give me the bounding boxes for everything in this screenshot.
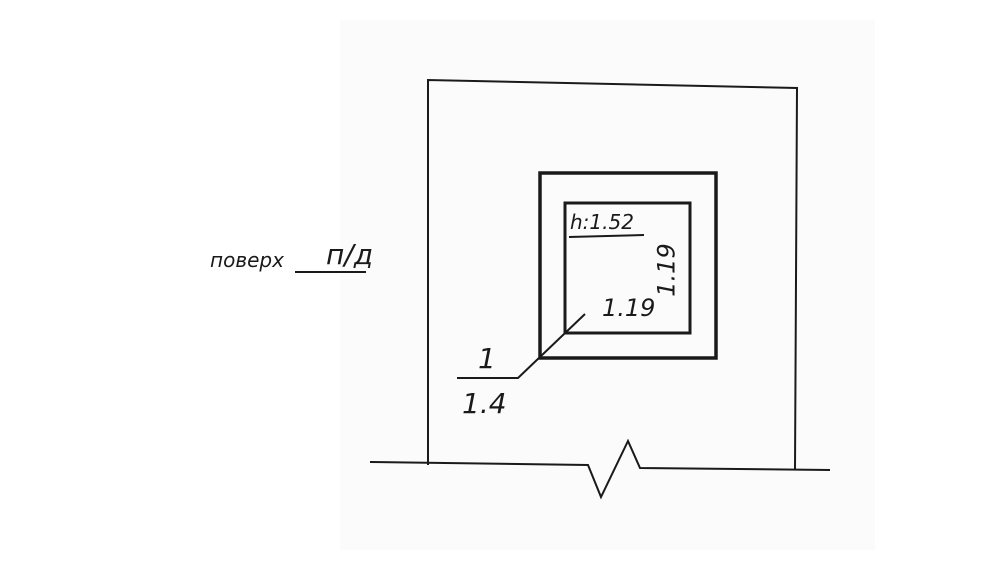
opening-inner-frame [563,201,692,335]
inner-height-dimension: 1.19 [652,243,681,297]
inner-width-dimension: 1.19 [602,294,656,322]
opening-outer-frame [538,171,718,360]
callout-leader-line [457,313,586,379]
height-label: h:1.52 [570,210,634,234]
callout-value: 1.4 [462,387,507,420]
outer-wall-outline [427,78,799,471]
surface-label: поверх [210,248,284,272]
ground-break-line [369,438,831,500]
callout-number: 1 [478,342,496,375]
surface-value: п/д [326,238,374,271]
scanned-paper-background [340,20,875,550]
height-label-underline [568,234,645,238]
